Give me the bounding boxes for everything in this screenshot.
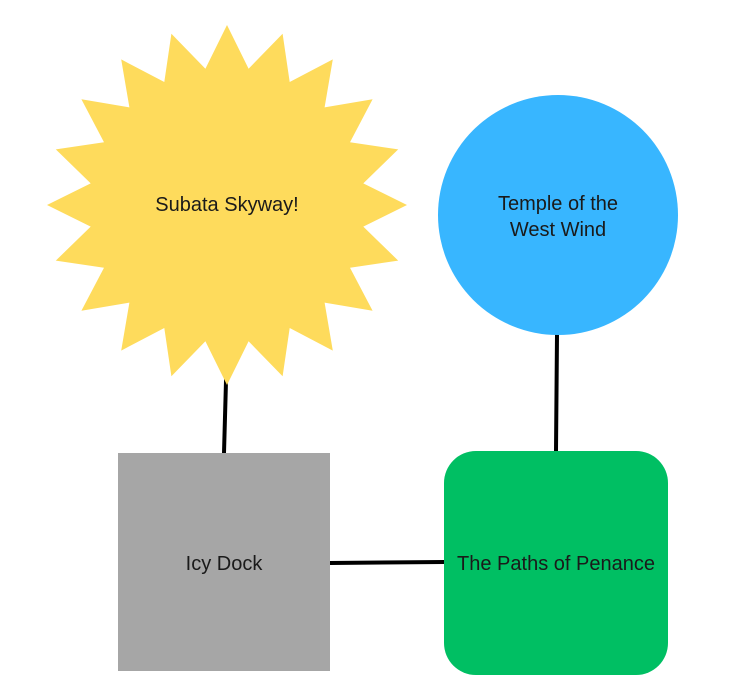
node-label-icy-dock: Icy Dock bbox=[186, 553, 264, 575]
node-temple-west-wind: Temple of the West Wind bbox=[438, 95, 678, 335]
node-label-temple-line-1: Temple of the bbox=[498, 193, 618, 215]
circle-shape bbox=[438, 95, 678, 335]
rounded-square-shape bbox=[444, 451, 668, 675]
edge-temple-to-paths bbox=[554, 333, 559, 453]
edge-icy-dock-to-paths bbox=[328, 560, 446, 565]
square-shape bbox=[118, 453, 330, 671]
node-label-temple-line-2: West Wind bbox=[510, 219, 606, 241]
starburst-shape bbox=[47, 25, 407, 385]
node-label-subata-skyway: Subata Skyway! bbox=[155, 194, 298, 216]
node-label-paths-of-penance: The Paths of Penance bbox=[457, 553, 655, 575]
node-subata-skyway: Subata Skyway! bbox=[47, 25, 407, 385]
node-icy-dock: Icy Dock bbox=[118, 453, 330, 671]
node-paths-of-penance: The Paths of Penance bbox=[444, 451, 668, 675]
